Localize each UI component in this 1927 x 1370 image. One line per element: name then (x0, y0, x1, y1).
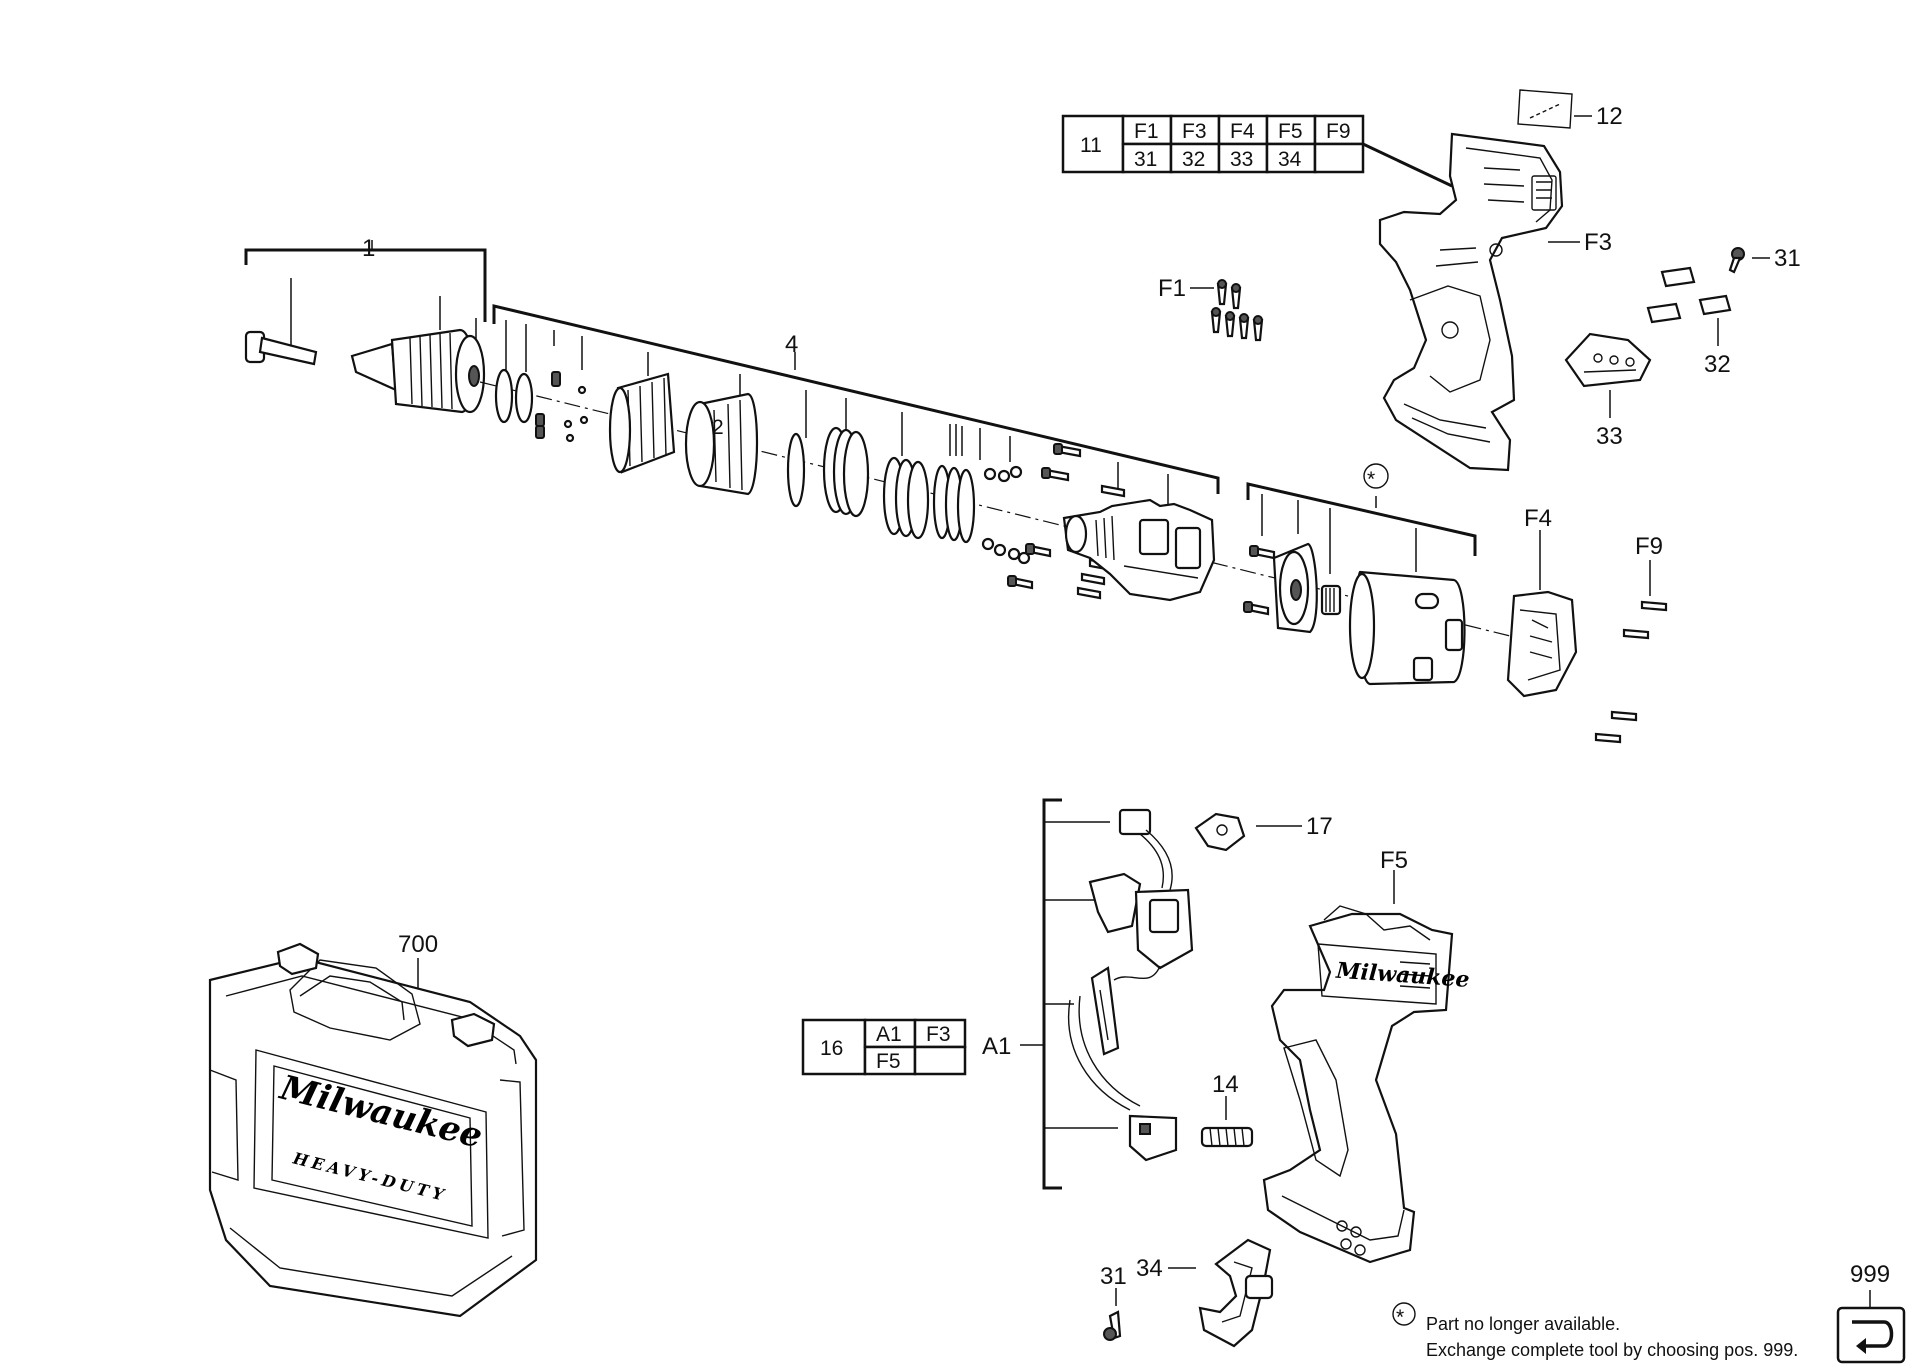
direction-lever-17 (1194, 812, 1302, 852)
footnote-symbol-circle (1392, 1302, 1416, 1326)
belt-hook-34 (1168, 1238, 1274, 1348)
gearbox-group-bracket (492, 304, 1220, 494)
table-11-id: 11 (1080, 134, 1102, 157)
table-11-cell-r1c5: F9 (1326, 120, 1351, 143)
screw-31-top (1728, 247, 1770, 274)
clutch-ring (822, 426, 870, 518)
chuck (350, 328, 486, 414)
table-11-cell-r2c4: 34 (1278, 148, 1302, 171)
table-11-cell-r1c4: F5 (1278, 120, 1303, 143)
housing-half-left (1378, 132, 1564, 472)
end-cap (1506, 590, 1578, 698)
table-11-cell-r2c2: 32 (1182, 148, 1205, 171)
washer-large (786, 432, 806, 508)
callout-700: 700 (398, 931, 438, 958)
callout-1: 1 (362, 235, 375, 262)
callout-f3: F3 (1584, 229, 1612, 256)
housing-screws-f1 (1190, 279, 1264, 342)
motor-mount-plate (1272, 542, 1318, 634)
chuck-key-bolt (244, 330, 318, 366)
housing-half-right (1262, 905, 1454, 1264)
table-16-cell-r1c1: A1 (876, 1023, 902, 1046)
table-11-cell-r1c2: F3 (1182, 120, 1207, 143)
table-11 (1061, 114, 1453, 188)
motor-screws (1243, 545, 1276, 616)
motor-group-bracket (1246, 482, 1477, 574)
callout-31-top: 31 (1774, 245, 1801, 272)
callout-f4: F4 (1524, 505, 1552, 532)
gearbox-housing (1062, 498, 1216, 602)
table-11-cell-r2c3: 33 (1230, 148, 1253, 171)
table-16-id: 16 (820, 1037, 843, 1060)
table-16-cell-r2c1: F5 (876, 1050, 901, 1073)
callout-32: 32 (1704, 351, 1731, 378)
svg-text:2: 2 (712, 416, 724, 439)
callout-4: 4 (785, 331, 798, 358)
callout-a1: A1 (982, 1033, 1011, 1060)
table-11-cell-r2c1: 31 (1134, 148, 1157, 171)
washers-and-pins (494, 368, 589, 443)
footnote-line-1: Part no longer available. (1426, 1314, 1620, 1334)
belt-clip-bracket-33 (1564, 332, 1652, 418)
table-16-cell-r1c2: F3 (926, 1023, 951, 1046)
retaining-clips-32 (1646, 266, 1732, 346)
clutch-springs (882, 456, 976, 544)
callout-999: 999 (1850, 1261, 1890, 1288)
screw-31-bottom (1103, 1288, 1122, 1341)
ring-gear-housing (608, 372, 676, 474)
footnote-symbol: * (1396, 1306, 1404, 1329)
callout-34: 34 (1136, 1255, 1163, 1282)
callout-f5: F5 (1380, 847, 1408, 874)
carry-case (208, 942, 538, 1318)
spring-14 (1200, 1096, 1254, 1148)
footnote-line-2: Exchange complete tool by choosing pos. … (1426, 1340, 1798, 1360)
callout-17: 17 (1306, 813, 1333, 840)
no-longer-available-symbol (1363, 463, 1389, 489)
callout-12: 12 (1596, 103, 1623, 130)
callout-14: 14 (1212, 1071, 1239, 1098)
table-16 (801, 1018, 967, 1076)
label-plate (1517, 89, 1592, 129)
callout-33: 33 (1596, 423, 1623, 450)
switch-assembly (1068, 808, 1194, 1162)
exchange-tool-icon (1836, 1306, 1906, 1364)
callout-f1: F1 (1158, 275, 1186, 302)
gearbox-leaders (505, 320, 1169, 512)
motor-pinion (1320, 584, 1342, 616)
callout-star: * (1367, 468, 1375, 491)
switch-group-bracket (1020, 798, 1118, 1190)
table-11-cell-r1c1: F1 (1134, 120, 1159, 143)
callout-f9: F9 (1635, 533, 1663, 560)
motor (1348, 570, 1466, 686)
callout-31-bottom: 31 (1100, 1263, 1127, 1290)
table-11-cell-r1c3: F4 (1230, 120, 1255, 143)
end-cap-screws (1594, 600, 1668, 744)
planet-carrier-stage-1: 2 (684, 392, 759, 496)
clutch-balls (981, 465, 1031, 565)
